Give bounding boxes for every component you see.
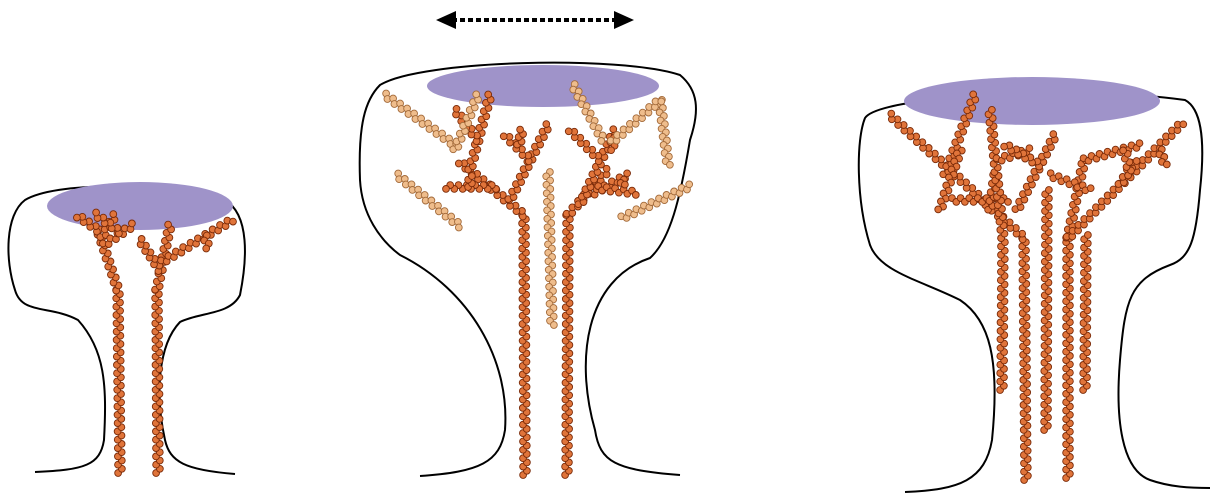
enlarged-spine-filaments <box>383 81 693 479</box>
disassembling-filament-6 <box>395 170 462 231</box>
actin-filament-1 <box>997 235 1009 394</box>
actin-filament-4 <box>1063 235 1074 482</box>
small-spine-density <box>47 182 233 230</box>
large-spine-panel <box>859 77 1210 492</box>
actin-filament-2 <box>1019 235 1032 484</box>
enlarged-spine-panel <box>360 11 696 478</box>
actin-filament-21 <box>1156 146 1170 168</box>
expansion-arrow-right-head <box>614 11 634 29</box>
small-spine-filaments <box>74 209 237 476</box>
expansion-arrow-icon <box>436 11 634 29</box>
actin-filament-13 <box>595 183 639 199</box>
actin-filament-7 <box>152 287 164 477</box>
actin-filament-3 <box>1041 187 1053 434</box>
actin-filament-9 <box>514 126 527 148</box>
small-spine-panel <box>8 182 245 476</box>
disassembling-filament-1 <box>383 90 460 147</box>
actin-filament-5 <box>1080 232 1092 394</box>
actin-filament-20 <box>1047 170 1094 194</box>
disassembling-filament-7 <box>618 181 693 221</box>
actin-filament-10 <box>562 212 574 479</box>
actin-filament-1 <box>519 212 531 479</box>
actin-filament-1 <box>113 287 126 477</box>
large-spine-density <box>904 77 1160 125</box>
disassembling-filament-8 <box>543 169 558 329</box>
expansion-arrow-left-head <box>436 11 456 29</box>
disassembling-filament-5 <box>607 98 664 144</box>
enlarged-spine-density <box>427 65 659 107</box>
